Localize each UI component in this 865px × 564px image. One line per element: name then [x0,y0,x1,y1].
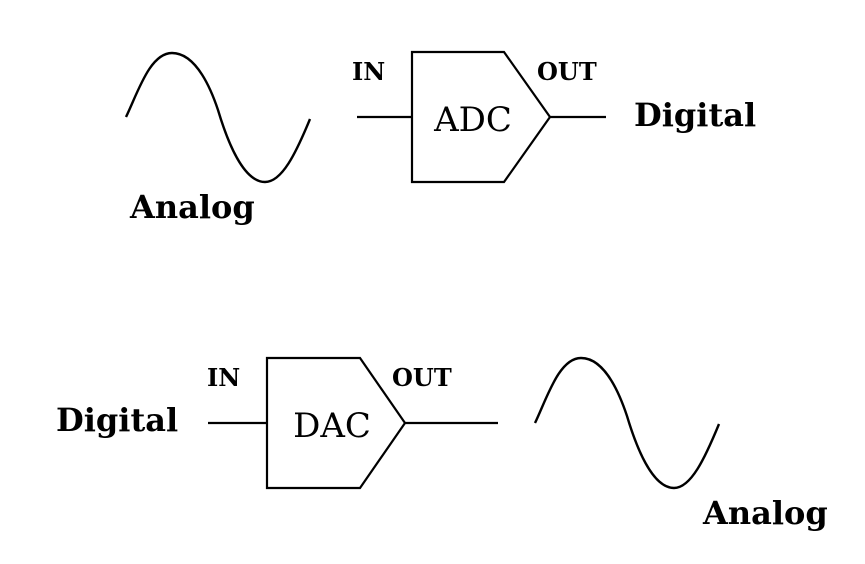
dac-block-name: DAC [293,406,371,446]
dac-block [265,356,407,490]
dac-in-port-label: IN [207,363,240,392]
adc-out-port-label: OUT [537,57,597,86]
dac-analog-sine-wave [533,356,721,490]
dac-row: Digital IN DAC OUT Analog [56,356,828,532]
adc-analog-sine-wave [124,51,312,184]
adc-block [410,50,552,184]
adc-output-label: Digital [634,96,756,134]
adc-block-name: ADC [433,100,512,140]
dac-output-label: Analog [702,494,828,532]
adc-in-port-label: IN [352,57,385,86]
adc-row: Analog IN ADC OUT Digital [124,50,756,226]
dac-input-label: Digital [56,401,178,439]
adc-input-label: Analog [129,188,255,226]
dac-out-port-label: OUT [392,363,452,392]
